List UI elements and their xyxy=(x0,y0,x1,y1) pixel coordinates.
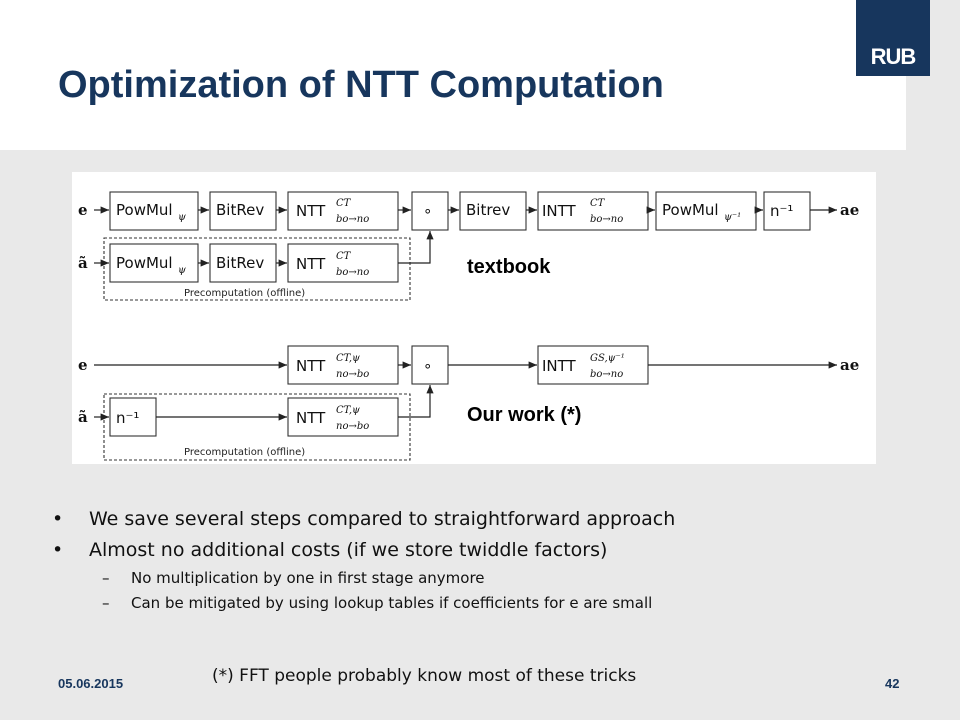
svg-text:CT: CT xyxy=(590,198,606,209)
rub-logo: RUB xyxy=(856,0,930,76)
svg-text:Bitrev: Bitrev xyxy=(466,201,510,219)
top-input-a: ã xyxy=(78,254,88,272)
label-our-work: Our work (*) xyxy=(467,404,582,426)
top-intt-block: INTT CT bo→no xyxy=(537,191,649,231)
top-pre-powmul-block: PowMul ψ xyxy=(109,243,199,283)
top-mult-node: ∘ xyxy=(411,191,449,231)
svg-text:NTT: NTT xyxy=(296,255,326,273)
svg-text:BitRev: BitRev xyxy=(216,254,264,272)
svg-text:CT: CT xyxy=(336,198,352,209)
footer-date: 05.06.2015 xyxy=(58,676,124,691)
svg-text:ψ: ψ xyxy=(178,265,186,276)
svg-text:GS,ψ⁻¹: GS,ψ⁻¹ xyxy=(590,353,625,364)
page-number: 42 xyxy=(885,676,900,691)
svg-text:ψ: ψ xyxy=(178,212,186,223)
top-ntt-block: NTT CT bo→no xyxy=(287,191,399,231)
top-bitrev-block: BitRev xyxy=(209,191,277,231)
bullet-list: We save several steps compared to straig… xyxy=(52,504,852,616)
top-bitrev2-block: Bitrev xyxy=(459,191,527,231)
svg-text:n⁻¹: n⁻¹ xyxy=(116,409,139,427)
svg-text:bo→no: bo→no xyxy=(336,214,369,225)
svg-text:PowMul: PowMul xyxy=(662,201,719,219)
slide-title: Optimization of NTT Computation xyxy=(58,64,664,106)
bottom-mult-node: ∘ xyxy=(411,345,449,385)
sub-bullet-item: Can be mitigated by using lookup tables … xyxy=(52,591,852,616)
top-pre-bitrev-block: BitRev xyxy=(209,243,277,283)
svg-text:CT: CT xyxy=(336,251,352,262)
ntt-diagram: e PowMul ψ BitRev NTT CT bo→no ∘ Bitrev xyxy=(72,172,876,464)
bottom-ninv-block: n⁻¹ xyxy=(109,397,157,437)
svg-text:BitRev: BitRev xyxy=(216,201,264,219)
svg-text:bo→no: bo→no xyxy=(336,267,369,278)
header-band xyxy=(0,0,906,150)
bullet-item: We save several steps compared to straig… xyxy=(52,504,852,535)
svg-text:ψ⁻¹: ψ⁻¹ xyxy=(724,212,741,223)
footnote: (*) FFT people probably know most of the… xyxy=(212,666,637,686)
svg-text:PowMul: PowMul xyxy=(116,254,173,272)
svg-text:no→bo: no→bo xyxy=(336,421,369,432)
bottom-precomp-box xyxy=(103,393,411,461)
svg-text:CT,ψ: CT,ψ xyxy=(336,405,360,416)
svg-text:NTT: NTT xyxy=(296,357,326,375)
svg-text:∘: ∘ xyxy=(423,202,432,220)
top-input-e: e xyxy=(78,201,88,219)
svg-text:NTT: NTT xyxy=(296,409,326,427)
top-pre-ntt-block: NTT CT bo→no xyxy=(287,243,399,283)
bottom-pre-ntt-block: NTT CT,ψ no→bo xyxy=(287,397,399,437)
top-ninv-block: n⁻¹ xyxy=(763,191,811,231)
bottom-output-ae: ae xyxy=(840,356,859,374)
svg-text:INTT: INTT xyxy=(542,202,577,220)
svg-text:bo→no: bo→no xyxy=(590,214,623,225)
bottom-intt-block: INTT GS,ψ⁻¹ bo→no xyxy=(537,345,649,385)
svg-text:NTT: NTT xyxy=(296,202,326,220)
top-precomp-box xyxy=(103,237,411,301)
svg-text:no→bo: no→bo xyxy=(336,369,369,380)
top-precomp-label: Precomputation (offline) xyxy=(184,288,305,299)
svg-text:CT,ψ: CT,ψ xyxy=(336,353,360,364)
svg-text:n⁻¹: n⁻¹ xyxy=(770,202,793,220)
svg-text:bo→no: bo→no xyxy=(590,369,623,380)
top-powmul-inv-block: PowMul ψ⁻¹ xyxy=(655,191,757,231)
label-textbook: textbook xyxy=(467,256,551,278)
bottom-precomp-label: Precomputation (offline) xyxy=(184,447,305,458)
svg-text:PowMul: PowMul xyxy=(116,201,173,219)
bottom-input-a: ã xyxy=(78,408,88,426)
svg-text:INTT: INTT xyxy=(542,357,577,375)
ntt-diagram-svg: e PowMul ψ BitRev NTT CT bo→no ∘ Bitrev xyxy=(78,191,859,461)
svg-text:∘: ∘ xyxy=(423,357,432,375)
bottom-ntt-block: NTT CT,ψ no→bo xyxy=(287,345,399,385)
top-output-ae: ae xyxy=(840,201,859,219)
bottom-input-e: e xyxy=(78,356,88,374)
top-powmul-block: PowMul ψ xyxy=(109,191,199,231)
bullet-item: Almost no additional costs (if we store … xyxy=(52,535,852,566)
sub-bullet-item: No multiplication by one in first stage … xyxy=(52,566,852,591)
